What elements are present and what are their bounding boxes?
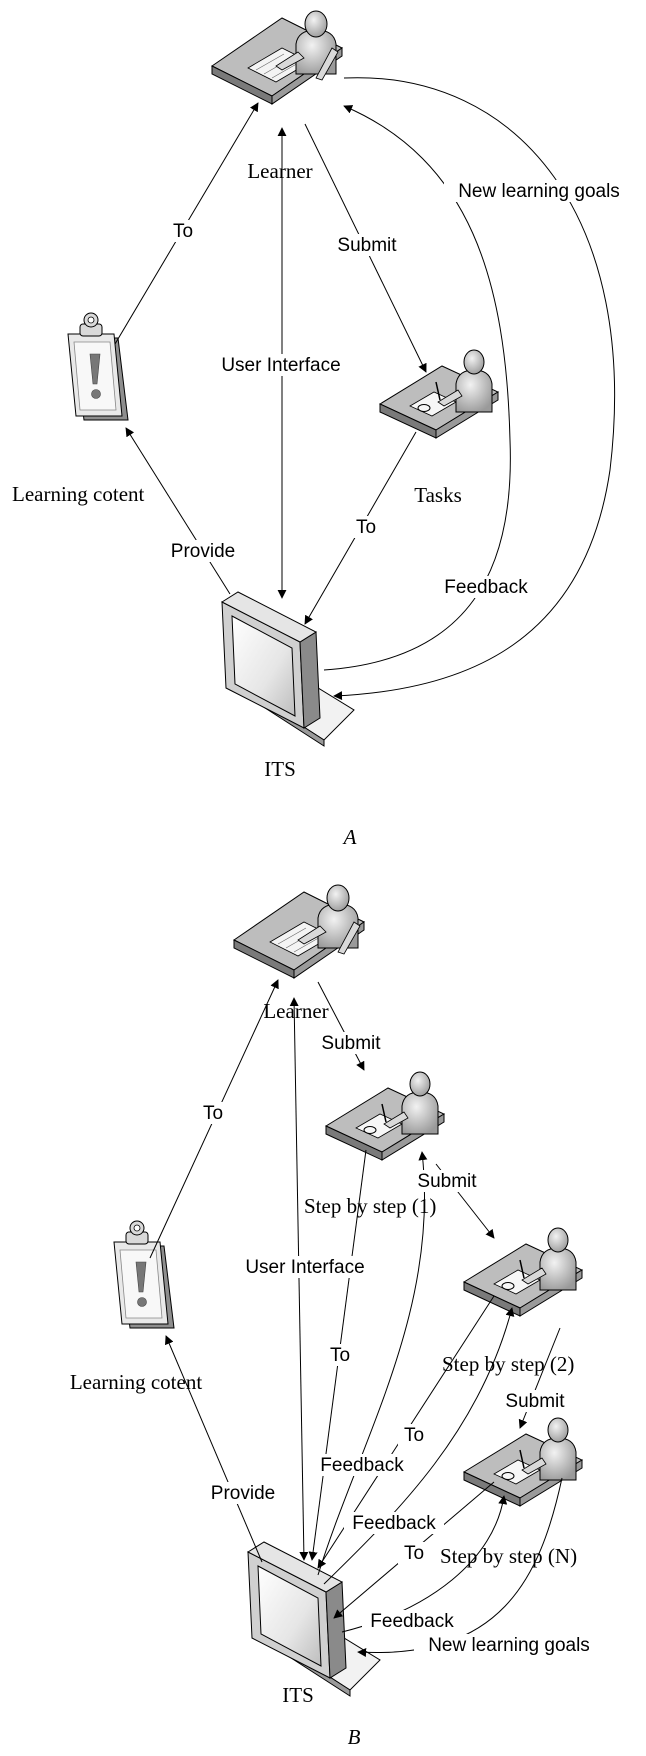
step1-node-b [325, 1071, 445, 1161]
edge-label-b-feedback2: Feedback [352, 1513, 436, 1534]
learner-label-b: Learner [263, 999, 328, 1023]
edge-label-a-feedback: Feedback [444, 577, 528, 598]
edge-label-a-provide: Provide [171, 541, 235, 562]
panel-a: Learner Learning cotent Tasks ITS A To U… [12, 10, 634, 849]
edge-label-b-feedback1: Feedback [320, 1455, 404, 1476]
caption-a: A [342, 825, 357, 849]
edge-b-feedback2 [323, 1307, 515, 1585]
edge-label-b-to2: To [404, 1425, 424, 1446]
edge-label-a-to-its: To [356, 517, 376, 538]
learning-content-node-b [113, 1220, 175, 1329]
edge-a-new-goals [333, 77, 615, 701]
panel-b: Learner Step by step (1) Step by step (2… [70, 884, 604, 1749]
edge-label-a-user-interface: User Interface [221, 355, 340, 376]
edge-b-user-interface [289, 997, 309, 1561]
edge-a-feedback [323, 105, 511, 671]
step2-node-b [463, 1227, 583, 1317]
tasks-label-a: Tasks [414, 483, 462, 507]
its-label-a: ITS [264, 757, 296, 781]
learner-node-a [211, 10, 343, 105]
step2-label-b: Step by step (2) [442, 1352, 574, 1376]
edge-label-b-user-interface: User Interface [245, 1257, 364, 1278]
edge-label-b-to3: To [404, 1543, 424, 1564]
edge-label-a-new-goals: New learning goals [458, 181, 620, 202]
edge-label-b-new-goals: New learning goals [428, 1635, 590, 1656]
edge-b-new-goals [357, 1477, 563, 1657]
edge-b-submit1 [317, 981, 365, 1071]
edge-label-b-submit3: Submit [505, 1391, 565, 1412]
edge-b-submit3 [518, 1327, 561, 1429]
edge-label-b-provide: Provide [211, 1483, 275, 1504]
tasks-node-a [379, 349, 499, 439]
learning-content-node-a [67, 312, 129, 421]
learner-node-b [233, 884, 365, 979]
edge-label-b-feedback3: Feedback [370, 1611, 454, 1632]
edge-a-provide [125, 427, 231, 595]
edge-label-a-to-learner: To [173, 221, 193, 242]
edge-b-feedback1 [317, 1151, 428, 1576]
edge-label-a-submit: Submit [337, 235, 397, 256]
learner-label-a: Learner [247, 159, 312, 183]
step1-label-b: Step by step (1) [304, 1194, 436, 1218]
edge-b-provide [165, 1335, 263, 1563]
learning-content-label-a: Learning cotent [12, 482, 145, 506]
its-label-b: ITS [282, 1683, 314, 1707]
its-node-b [247, 1541, 381, 1697]
edge-label-b-submit2: Submit [417, 1171, 477, 1192]
edge-label-b-submit1: Submit [321, 1033, 381, 1054]
stepn-label-b: Step by step (N) [440, 1544, 577, 1568]
caption-b: B [348, 1725, 361, 1749]
learning-content-label-b: Learning cotent [70, 1370, 203, 1394]
edge-label-b-to-learner: To [203, 1103, 223, 1124]
edge-label-b-to1: To [330, 1345, 350, 1366]
